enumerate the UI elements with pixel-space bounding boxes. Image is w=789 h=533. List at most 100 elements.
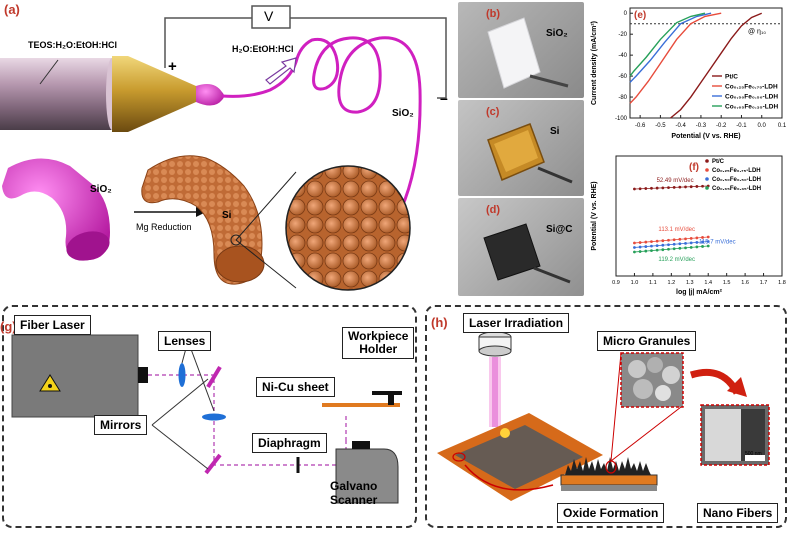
voltage-label: V (264, 8, 274, 24)
lenses-label: Lenses (158, 331, 212, 351)
chart-f-fit-line (634, 185, 709, 190)
scalebar-label: 500 nm (745, 451, 762, 457)
chart-f-slope-label: 119.2 mV/dec (658, 257, 695, 263)
chart-f-plot-area (615, 155, 783, 277)
panel-h-label: (h) (431, 315, 448, 330)
chart-e-xtick-label: -0.5 (655, 123, 666, 129)
chart-f-legend-label: Co₀.₂₅Fe₀.₇₅-LDH (712, 168, 761, 174)
si-rod-label: Si (222, 210, 232, 221)
chart-f-ylabel: Potential (V vs. RHE) (591, 181, 598, 250)
galvano-line1: Galvano (330, 479, 378, 493)
chart-e-xtick-label: -0.2 (716, 123, 727, 129)
photo-si: (c) Si (458, 100, 584, 196)
panel-c-label: (c) (486, 106, 500, 118)
panel-g-frame (2, 305, 417, 528)
workpiece-line2: Holder (359, 342, 398, 356)
chart-f-legend-swatch (705, 186, 709, 190)
chart-e-legend-label: Co₀.₅₀Fe₀.₅₀-LDH (725, 94, 778, 101)
mirrors-label: Mirrors (94, 415, 148, 435)
chart-e-series-line (629, 12, 722, 104)
micro-granules-label: Micro Granules (597, 331, 697, 351)
chart-e-plot-area (629, 7, 783, 119)
chart-f-legend-label: Co₀.₆₅Fe₀.₃₅-LDH (712, 186, 761, 192)
si-c-sample-image (483, 223, 571, 284)
chart-f-xtick-label: 1.2 (668, 280, 676, 286)
chart-f-xtick-label: 1.8 (778, 280, 786, 286)
galvano-scanner-label: Galvano Scanner (330, 479, 377, 507)
chart-f-point (633, 250, 636, 254)
chart-e-xtick-label: -0.3 (696, 123, 707, 129)
chart-e-legend-label: Co₀.₆₅Fe₀.₃₅-LDH (725, 104, 778, 111)
laser-irradiation-label: Laser Irradiation (463, 313, 570, 333)
panel-a-label: (a) (4, 2, 20, 17)
chart-f-slope-label: 113.1 mV/dec (658, 227, 695, 233)
chart-f-legend-label: Pt/C (712, 159, 725, 165)
chart-f-xlabel: log |j| mA/cm² (676, 289, 723, 296)
positive-terminal: + (168, 58, 177, 75)
galvano-line2: Scanner (330, 493, 378, 507)
panel-b-label: (b) (486, 8, 501, 20)
chart-f-xtick-label: 1.4 (704, 280, 712, 286)
chart-e-series-line (629, 12, 706, 77)
panel-a: (a) V + – TEOS:H₂O:EtOH:HCl H₂O:EtOH:HCl… (0, 0, 458, 298)
si-c-photo-label: Si@C (546, 224, 573, 235)
chart-e-panel-label: (e) (634, 10, 646, 21)
precursor-label: TEOS:H₂O:EtOH:HCl (28, 40, 117, 50)
sio2-photo-label: SiO₂ (546, 28, 568, 39)
chart-e-ytick-label: -20 (618, 32, 627, 38)
chart-f-point (633, 187, 636, 191)
fiber-laser-label: Fiber Laser (14, 315, 91, 335)
chart-e-ylabel: Current density (mA/cm²) (591, 21, 598, 105)
si-sample-image (487, 123, 573, 184)
chart-e-xtick-label: -0.6 (635, 123, 646, 129)
chart-e-xtick-label: -0.1 (736, 123, 747, 129)
chart-f-legend-swatch (705, 168, 709, 172)
chart-e-legend-label: Pt/C (725, 74, 738, 81)
sio2-sample-image (487, 17, 569, 89)
oxide-formation-label: Oxide Formation (557, 503, 665, 523)
chart-e-ytick-label: -100 (615, 116, 628, 122)
panel-d-label: (d) (486, 204, 501, 216)
si-photo-label: Si (550, 126, 560, 137)
chart-f-fit-line (634, 236, 709, 244)
photo-sio2: (b) SiO₂ (458, 2, 584, 98)
panel-a-illustration (0, 5, 447, 291)
chart-f-xtick-label: 1.0 (631, 280, 639, 286)
chart-f-fit-line (634, 245, 709, 253)
chart-f-panel-label: (f) (689, 162, 699, 173)
panel-h-schematic (437, 331, 770, 501)
chart-f-xtick-label: 1.3 (686, 280, 694, 286)
chart-f-legend-swatch (705, 159, 709, 163)
chart-e-xtick-label: 0.1 (778, 123, 787, 129)
ni-cu-sheet-label: Ni-Cu sheet (256, 377, 335, 397)
chart-f-fit-line (634, 241, 709, 248)
chart-e-ytick-label: -60 (618, 74, 627, 80)
chart-e-xlabel: Potential (V vs. RHE) (671, 133, 740, 140)
panel-g: (g) Fiber Laser Lenses Mirrors Workpiece… (0, 305, 417, 528)
chart-f-legend-swatch (705, 177, 709, 181)
chart-f-legend-label: Co₀.₅₀Fe₀.₅₀-LDH (712, 177, 761, 183)
chart-e-xtick-label: 0.0 (758, 123, 767, 129)
fiber-label: SiO₂ (392, 108, 414, 119)
negative-terminal: – (440, 90, 448, 106)
chart-f-xtick-label: 1.6 (741, 280, 749, 286)
photo-si-c: (d) Si@C (458, 198, 584, 296)
chart-f-slope-label: 52.49 mV/dec (657, 178, 694, 184)
chart-e-ytick-label: 0 (624, 11, 628, 17)
chart-f-slope-label: 115.7 mV/dec (699, 240, 736, 246)
workpiece-line1: Workpiece (348, 329, 409, 343)
panel-g-schematic (11, 334, 402, 504)
chart-e-series-line (670, 12, 763, 119)
chart-e-ytick-label: -80 (618, 95, 627, 101)
panel-h-frame (425, 305, 787, 528)
panel-g-label: (g) (0, 319, 17, 334)
chart-e-xtick-label: -0.4 (675, 123, 686, 129)
workpiece-holder-label: Workpiece Holder (342, 327, 415, 359)
chart-f-xtick-label: 1.7 (760, 280, 768, 286)
chart-f-xtick-label: 1.5 (723, 280, 731, 286)
diaphragm-label: Diaphragm (252, 433, 327, 453)
